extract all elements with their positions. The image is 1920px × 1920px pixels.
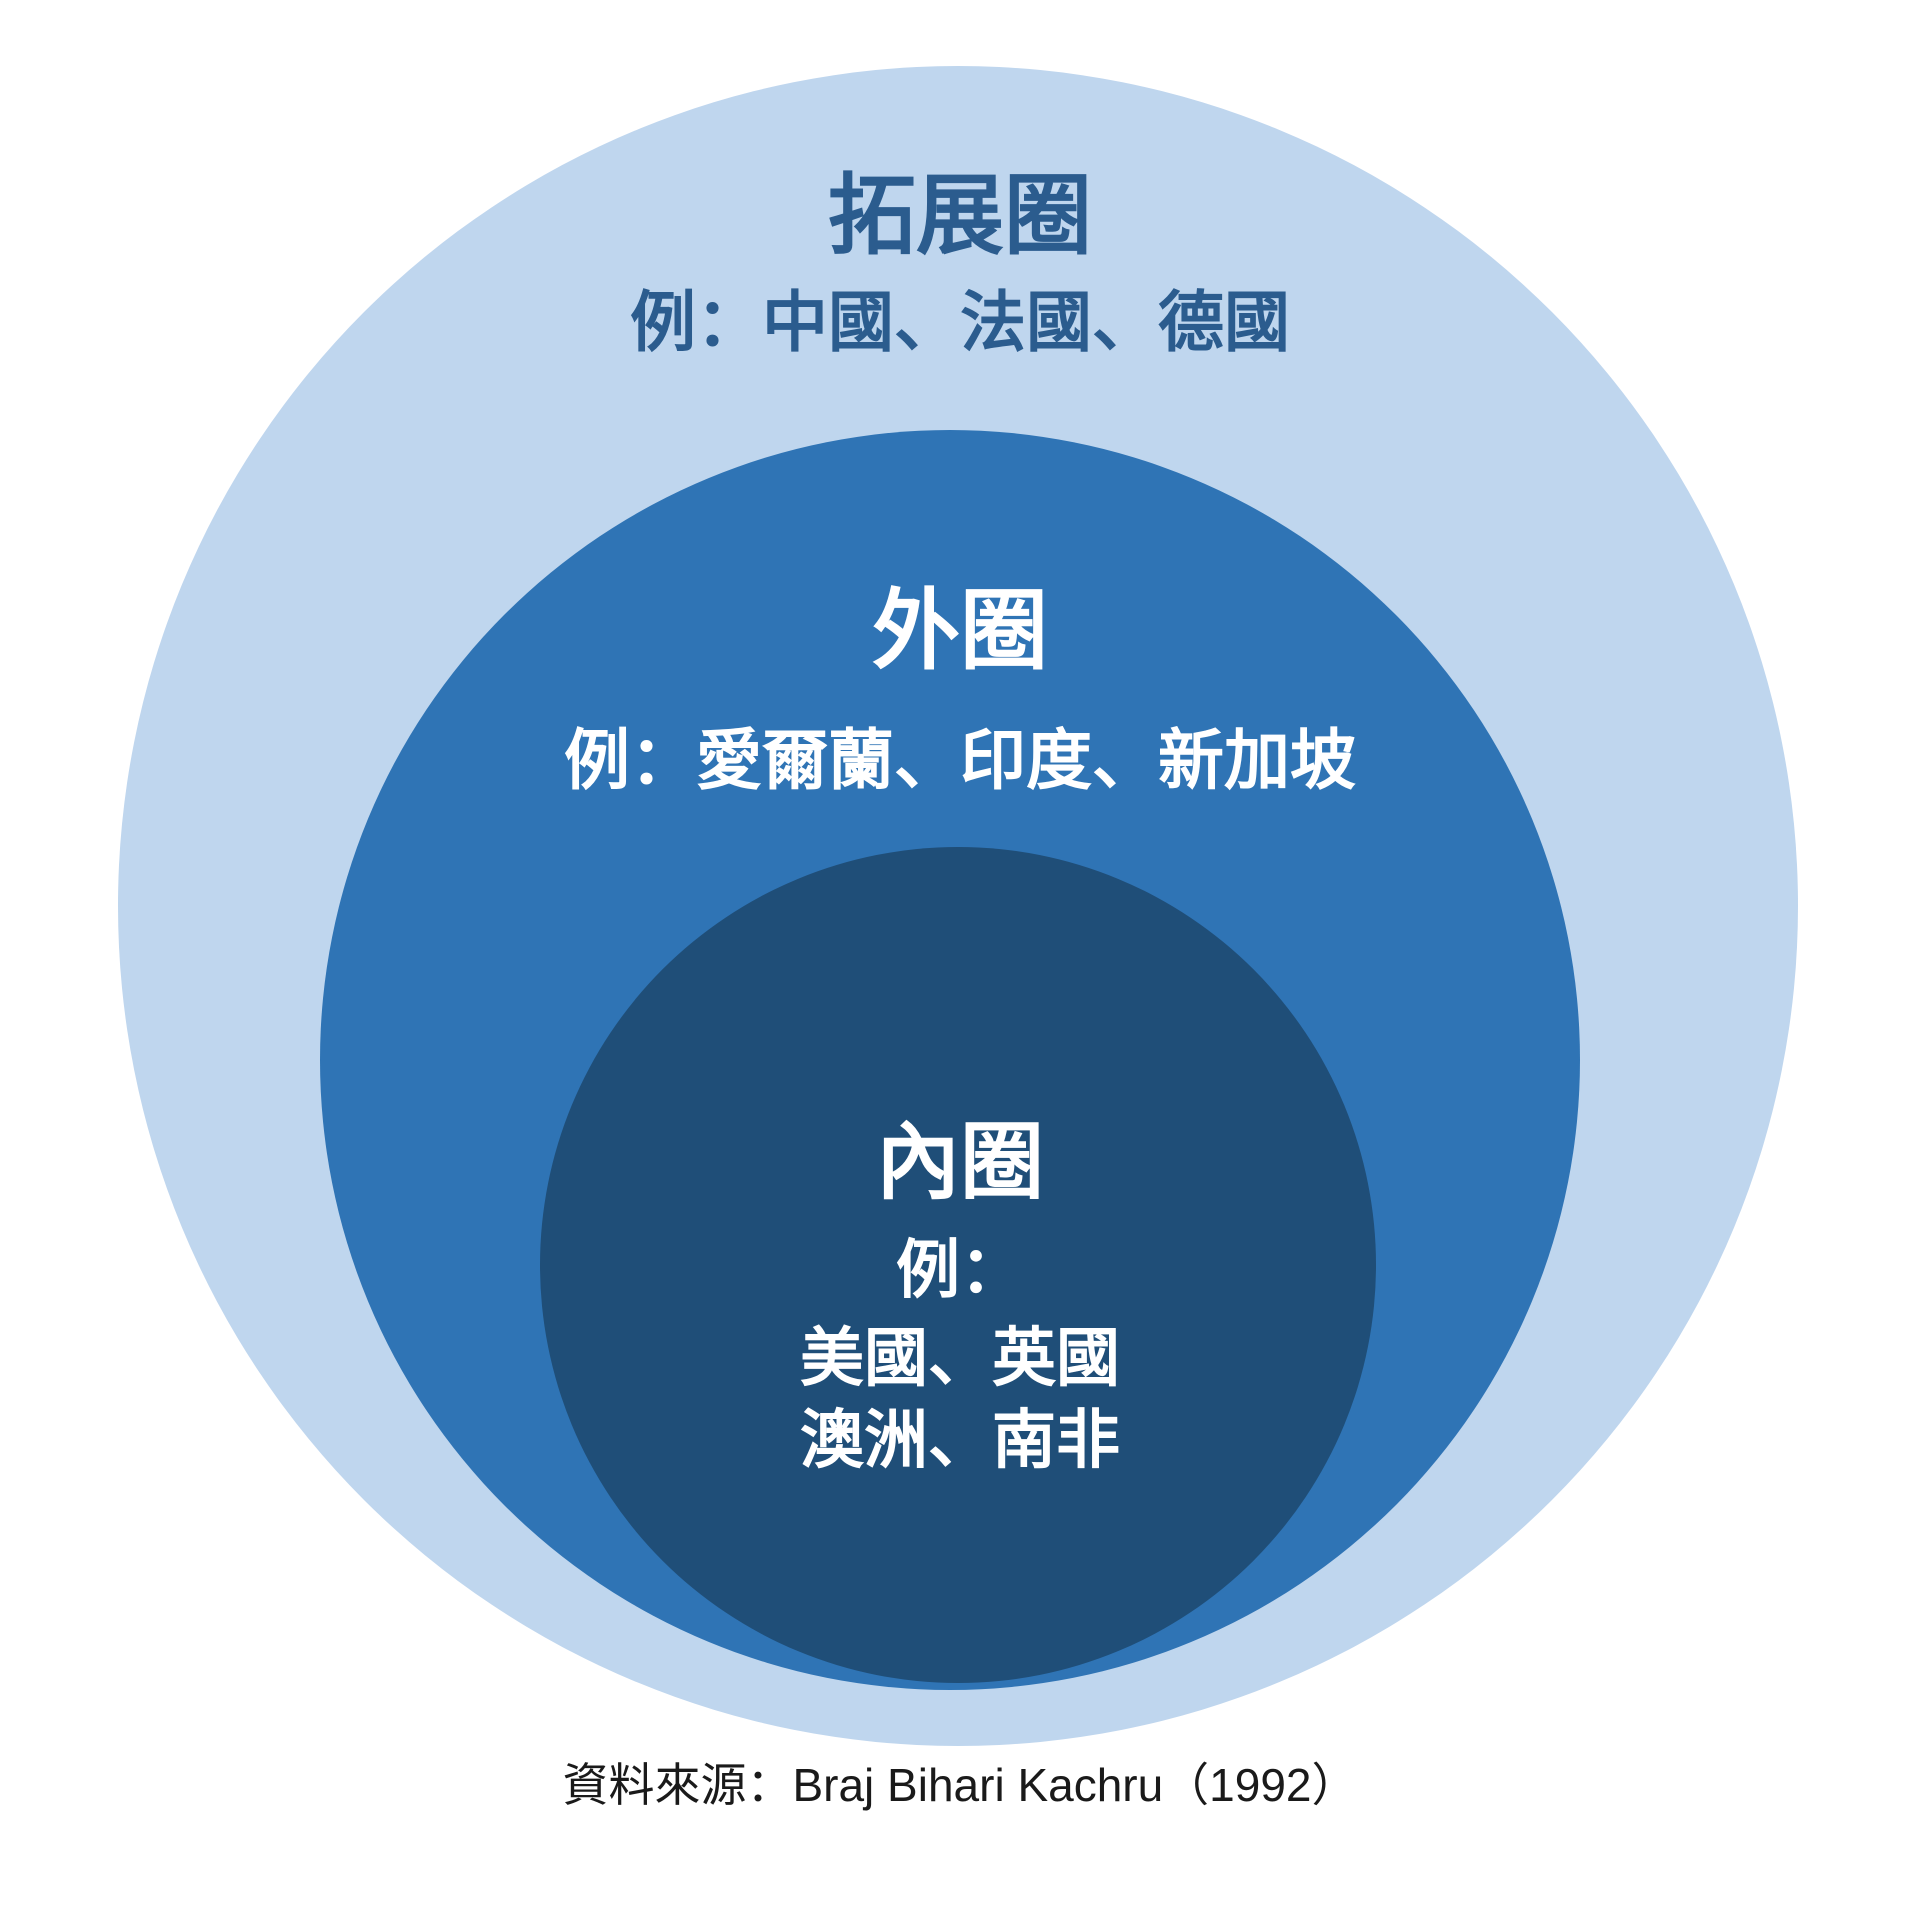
expanding-circle-examples: 例：中國、法國、德國 [630, 285, 1290, 359]
inner-circle-examples-line1: 美國、英國 [800, 1322, 1120, 1394]
inner-circle-examples-prefix: 例： [896, 1234, 1024, 1306]
inner-circle [540, 847, 1376, 1683]
expanding-circle-label: 拓展圈 [827, 166, 1092, 265]
source-citation: 資料來源：Braj Bihari Kachru（1992） [562, 1759, 1358, 1811]
inner-circle-examples-line2: 澳洲、南非 [800, 1404, 1120, 1476]
outer-circle-examples: 例：愛爾蘭、印度、新加坡 [564, 723, 1356, 797]
outer-circle-label: 外圈 [871, 581, 1048, 680]
inner-circle-label: 內圈 [875, 1115, 1044, 1209]
